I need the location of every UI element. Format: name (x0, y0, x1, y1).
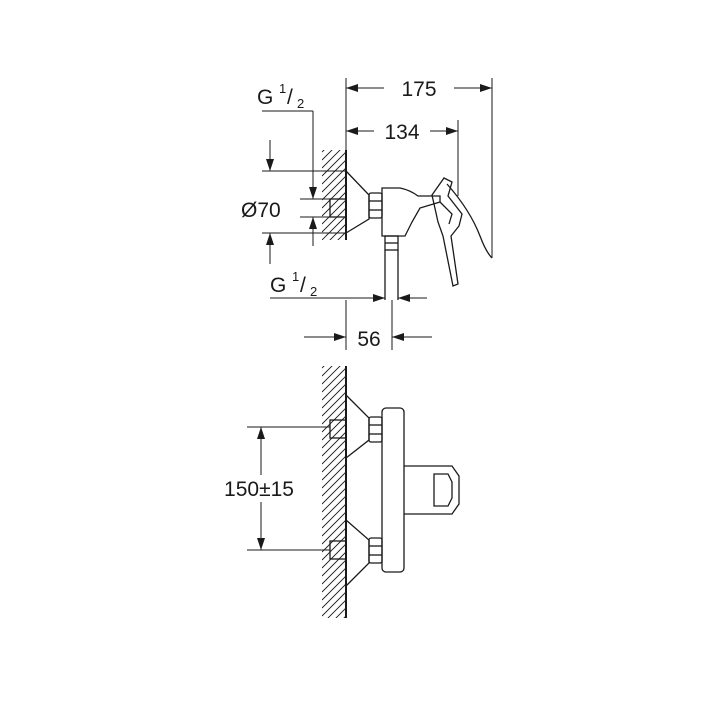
hatch-line (322, 503, 346, 529)
union-nut-top (368, 192, 383, 219)
hatch-line (322, 366, 325, 369)
hatch-line (343, 615, 346, 618)
hatch-line (322, 543, 346, 569)
lever-handle (431, 177, 463, 287)
hatch-line (322, 487, 346, 513)
union-nut-upper (368, 416, 383, 443)
hatch-line (335, 607, 346, 618)
outlet-offset-label: 56 (357, 328, 380, 351)
hatch-line (322, 447, 346, 473)
inlet-thread-label: G (257, 86, 273, 109)
outlet-thread-denominator: 2 (310, 284, 317, 299)
hatch-line (322, 399, 346, 425)
inlet-thread-slash: / (287, 86, 293, 109)
hatch-line (322, 391, 346, 417)
escutcheon-flange-lower (345, 519, 370, 587)
hatch-line (327, 599, 346, 618)
hatch-line (322, 367, 346, 393)
hatch-line (322, 151, 346, 177)
hatch-line (322, 495, 346, 521)
hatch-line (337, 231, 346, 240)
hatch-line (322, 479, 346, 505)
hatch-line (322, 471, 346, 497)
hatch-line (322, 511, 346, 537)
hatch-line (322, 439, 346, 465)
dim-outlet-thread: G 1 / 2 (270, 269, 427, 302)
wall-hatching-top (322, 120, 347, 288)
hatch-line (322, 575, 346, 601)
hatch-line (322, 167, 346, 193)
inlet-thread-denominator: 2 (297, 96, 304, 111)
dim-total-depth-label: 175 (401, 78, 436, 101)
inlet-connector-upper (329, 419, 347, 439)
escutcheon-flange-upper (345, 394, 370, 459)
hatch-line (322, 559, 346, 585)
dim-flange-diameter: Ø70 (241, 140, 346, 264)
hatch-line (322, 366, 333, 377)
hatch-line (322, 551, 346, 577)
hatch-line (329, 223, 346, 240)
wall-hatching-bottom (322, 366, 347, 672)
hatch-line (322, 175, 346, 201)
hatch-line (322, 431, 346, 457)
hatch-line (322, 640, 346, 664)
dim-outlet-offset: 56 (304, 300, 432, 351)
hatch-line (322, 591, 346, 617)
dim-inlet-spacing: 150±15 (224, 426, 330, 551)
hatch-line (322, 199, 346, 225)
hatch-line (322, 248, 346, 272)
hatch-line (322, 159, 346, 185)
outlet-thread-label: G (270, 274, 286, 297)
inlet-thread-numerator: 1 (279, 81, 286, 96)
hatch-line (322, 535, 346, 561)
hatch-line (322, 264, 346, 288)
hatch-line (322, 455, 346, 481)
hatch-line (322, 183, 346, 209)
dim-total-depth: 175 (345, 78, 493, 258)
dim-inlet-thread: G 1 / 2 (257, 81, 317, 199)
flange-diameter-label: Ø70 (241, 199, 281, 222)
lever-swing-arc (446, 183, 493, 259)
hatch-line (322, 624, 346, 648)
outlet-thread-numerator: 1 (292, 269, 299, 284)
hatch-line (322, 567, 346, 593)
mixer-body-top (381, 407, 405, 573)
hatch-line (345, 239, 346, 240)
front-view: 150±15 (224, 366, 460, 672)
dim-handle-depth: 134 (346, 120, 459, 196)
hatch-line (322, 463, 346, 489)
hatch-line (322, 383, 346, 409)
hatch-line (322, 120, 346, 144)
hatch-line (322, 150, 333, 161)
hatch-line (322, 423, 346, 449)
inlet-connector-top (329, 198, 347, 218)
lever-handle-top (404, 465, 460, 515)
hatch-line (322, 150, 341, 169)
hatch-line (322, 366, 341, 385)
hatch-line (322, 207, 346, 233)
hatch-line (322, 519, 346, 545)
hatch-line (322, 215, 346, 240)
hatch-line (322, 375, 346, 401)
mixer-body-side (381, 187, 441, 237)
hatch-line (322, 256, 346, 280)
dim-handle-depth-label: 134 (384, 121, 419, 144)
hatch-line (322, 527, 346, 553)
union-nut-lower (368, 537, 383, 564)
outlet-thread-slash: / (300, 274, 306, 297)
hatch-line (322, 632, 346, 656)
hatch-line (322, 191, 346, 217)
hatch-line (322, 583, 346, 609)
side-view: 175 134 G 1 / 2 (241, 78, 493, 351)
escutcheon-flange-top (345, 170, 370, 234)
hatch-line (322, 648, 346, 672)
hatch-line (322, 150, 325, 153)
inlet-spacing-label: 150±15 (224, 478, 294, 501)
